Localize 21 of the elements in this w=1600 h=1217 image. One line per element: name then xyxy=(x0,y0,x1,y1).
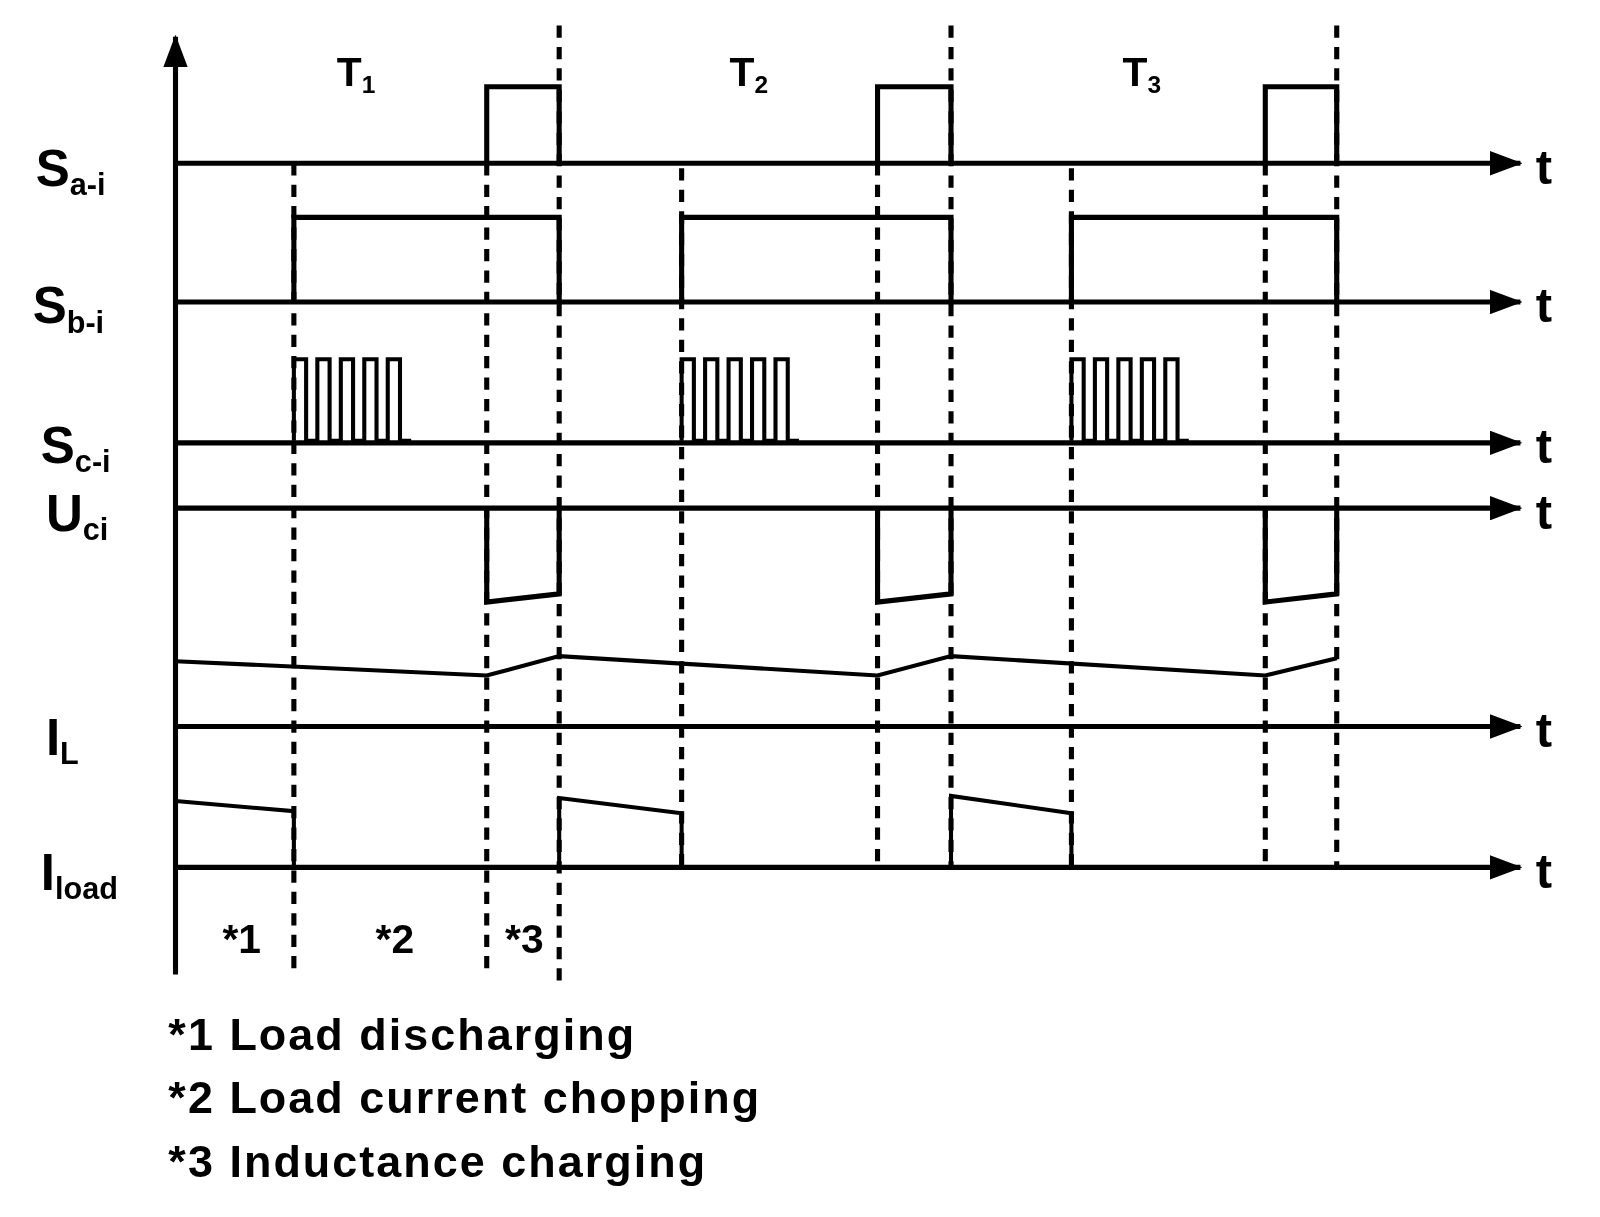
signal-label: I$_{load}$ xyxy=(40,846,118,898)
axis-label: t xyxy=(1535,706,1552,756)
period-label: T$_{2}$ xyxy=(729,51,769,92)
phase-marker: *2 xyxy=(375,918,415,960)
signal-label: S$_{a-i}$ xyxy=(35,142,106,194)
period-label: T$_{1}$ xyxy=(336,51,376,92)
axis-label: t xyxy=(1535,281,1552,331)
signal-label: S$_{c-i}$ xyxy=(40,420,111,472)
axis-label: t xyxy=(1535,487,1552,537)
note-text: *2 Load current chopping xyxy=(168,1075,762,1121)
signal-label: S$_{b-i}$ xyxy=(32,280,105,332)
axis-label: t xyxy=(1535,422,1552,472)
phase-marker: *3 xyxy=(505,918,544,960)
period-label: T$_{3}$ xyxy=(1122,51,1161,92)
note-text: *1 Load discharging xyxy=(168,1012,637,1058)
axis-label: t xyxy=(1535,846,1552,896)
signal-label: U$_{ci}$ xyxy=(45,487,109,539)
axis-label: t xyxy=(1535,142,1552,192)
phase-marker: *1 xyxy=(222,918,262,960)
signal-label: I$_{L}$ xyxy=(45,712,79,764)
note-text: *3 Inductance charging xyxy=(168,1138,708,1184)
